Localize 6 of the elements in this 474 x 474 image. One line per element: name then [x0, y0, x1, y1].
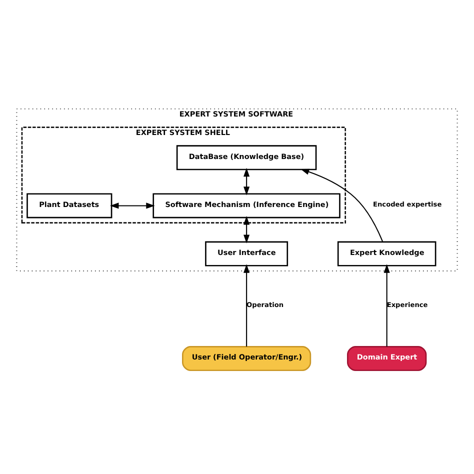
arrow: [384, 264, 390, 347]
arrow: [244, 264, 250, 347]
arrow: [244, 216, 250, 244]
arrow: [110, 202, 155, 209]
arrow: [300, 168, 384, 242]
arrow: [244, 168, 250, 196]
